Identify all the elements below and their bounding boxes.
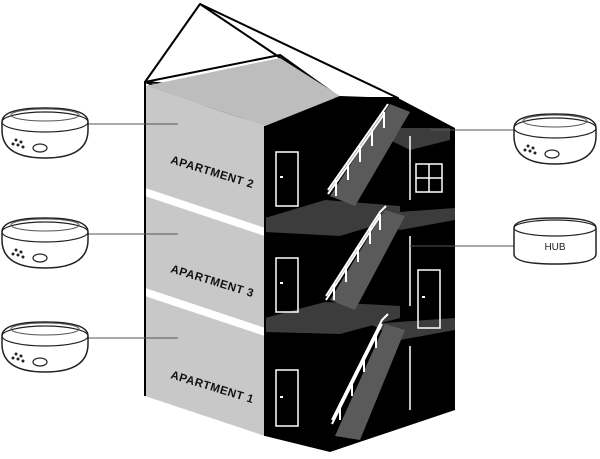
smoke-detector-apt-1: [1, 321, 89, 373]
window: [415, 163, 443, 193]
apartment-2-ceiling-shade: [145, 58, 340, 126]
door-right: [417, 269, 441, 329]
hub-device: HUB: [513, 217, 597, 265]
hub-label: HUB: [544, 242, 565, 253]
door-apt-3: [275, 257, 299, 313]
leader-lines: [88, 123, 514, 339]
apartment-3-floor: [145, 196, 265, 328]
smoke-detector-stairwell: [513, 113, 597, 165]
door-apt-1: [275, 369, 299, 427]
landing-top: [265, 200, 400, 236]
stair-flight-3: [335, 324, 405, 440]
landing-upper-right: [390, 128, 450, 150]
smoke-detector-apt-3: [1, 217, 89, 269]
apartment-1-floor: [145, 296, 265, 436]
left-facade: [145, 58, 340, 436]
door-apt-2: [275, 151, 299, 207]
smoke-detector-apt-2: [1, 107, 89, 159]
stair-flight-1: [330, 104, 410, 206]
apartment-2-floor: [145, 86, 265, 228]
stair-flight-2: [330, 210, 405, 310]
stairwell: [265, 96, 455, 452]
